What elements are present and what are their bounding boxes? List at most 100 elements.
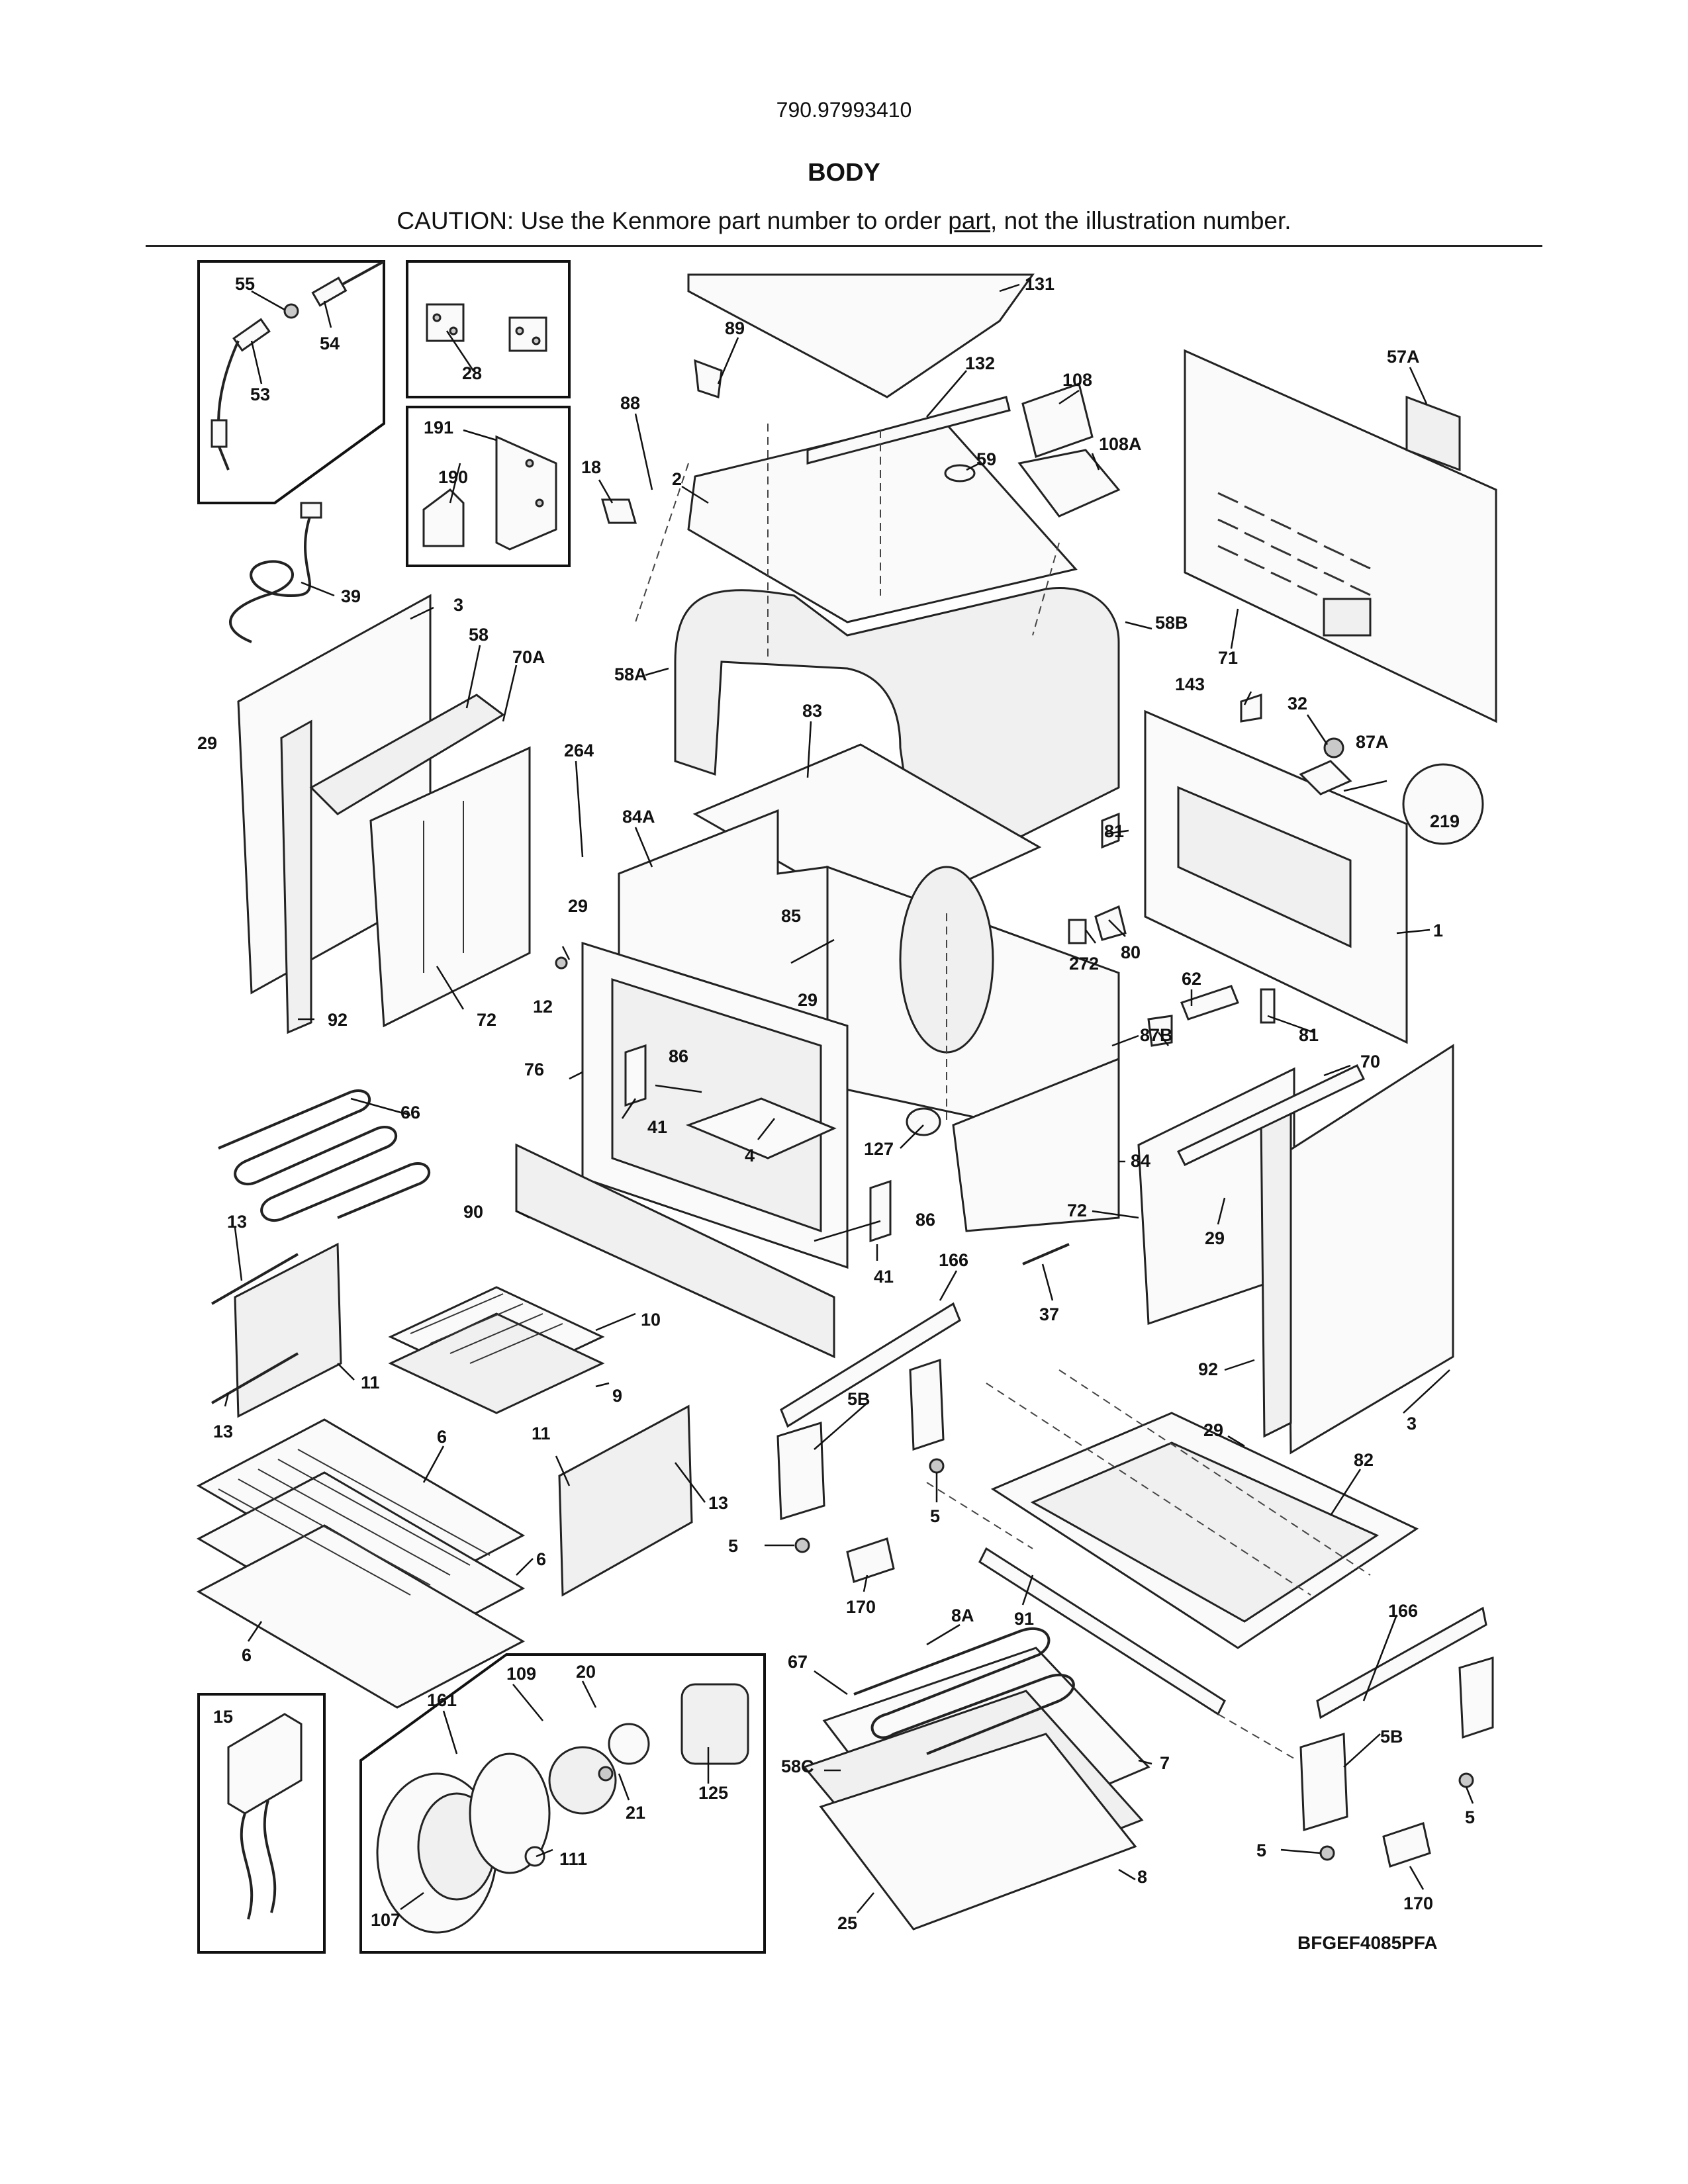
callout-labels: 55 54 53 28 191 190 39 3 58 70A 29 92 72…: [197, 274, 1475, 1933]
callout-label: 8: [1137, 1867, 1147, 1887]
callout-label: 83: [802, 701, 822, 721]
small-parts: [555, 359, 1484, 1868]
callout-label: 10: [641, 1310, 661, 1330]
top-panel-131: [687, 273, 1035, 398]
callout-label: 2: [672, 469, 682, 489]
callout-label: 58C: [781, 1756, 814, 1776]
callout-label: 70: [1360, 1052, 1380, 1071]
callout-label: 125: [698, 1783, 728, 1803]
callout-label: 87A: [1356, 732, 1389, 752]
callout-label: 272: [1069, 954, 1099, 974]
leader-lines: [224, 283, 1474, 1913]
callout-label: 3: [1407, 1414, 1417, 1433]
callout-label: 55: [235, 274, 255, 294]
callout-label: 161: [427, 1690, 457, 1710]
callout-label: 4: [745, 1146, 755, 1165]
callout-label: 29: [798, 990, 818, 1010]
callout-label: 21: [626, 1803, 645, 1823]
callout-label: 5: [1256, 1841, 1266, 1860]
back-panel-57A: [1184, 349, 1497, 723]
inset-thermostat-box: [197, 1693, 326, 1954]
callout-label: 39: [341, 586, 361, 606]
callout-label: 87B: [1140, 1025, 1173, 1045]
callout-label: 166: [1388, 1601, 1418, 1621]
callout-label: 88: [620, 393, 640, 413]
callout-label: 143: [1175, 674, 1205, 694]
callout-label: 111: [559, 1849, 587, 1869]
callout-label: 170: [846, 1597, 876, 1617]
rack-supports-11-13: [211, 1242, 693, 1597]
caution-text: CAUTION: Use the Kenmore part number to …: [397, 207, 949, 234]
caution-note: CAUTION: Use the Kenmore part number to …: [0, 207, 1688, 235]
callout-label: 8A: [951, 1606, 974, 1625]
inset-bracket-box: [406, 406, 571, 567]
callout-label: 62: [1182, 969, 1201, 989]
bracket-70: [1176, 1064, 1366, 1166]
callout-label: 6: [242, 1645, 252, 1665]
callout-label: 72: [477, 1010, 496, 1030]
callout-label: 107: [371, 1910, 400, 1930]
callout-label: 7: [1160, 1753, 1170, 1773]
callout-label: 58B: [1155, 613, 1188, 633]
callout-label: 166: [939, 1250, 968, 1270]
callout-label: 3: [453, 595, 463, 615]
callout-label: 29: [1203, 1420, 1223, 1440]
callout-label: 5: [930, 1506, 940, 1526]
callout-label: 89: [725, 318, 745, 338]
callout-label: 170: [1403, 1893, 1433, 1913]
callout-label: 11: [532, 1424, 551, 1443]
inset-convection-box: [359, 1653, 766, 1954]
callout-label: 5B: [847, 1389, 870, 1409]
callout-label: 191: [424, 418, 453, 437]
callout-label: 90: [463, 1202, 483, 1222]
broiler-pan-9-10: [388, 1286, 605, 1414]
callout-label: 41: [874, 1267, 894, 1287]
oven-bottom-4: [685, 1097, 837, 1160]
alignment-lines: [635, 424, 1371, 1761]
callout-label: 32: [1288, 694, 1307, 713]
callout-label: 12: [533, 997, 553, 1017]
callout-label: 132: [965, 353, 995, 373]
callout-label: 82: [1354, 1450, 1374, 1470]
wire-harness-39: [229, 502, 322, 643]
callout-label: 6: [536, 1549, 546, 1569]
callout-label: 92: [1198, 1359, 1218, 1379]
callout-label: 70A: [512, 647, 545, 667]
callout-label: 20: [576, 1662, 596, 1682]
callout-label: 53: [250, 385, 270, 404]
callout-label: 13: [213, 1422, 233, 1441]
base-brackets-166-5B: [776, 1302, 1494, 1832]
side-liner-72-left: [369, 746, 531, 1028]
callout-label: 5: [728, 1536, 738, 1556]
callout-label: 84: [1131, 1151, 1150, 1171]
callout-label: 86: [669, 1046, 688, 1066]
drawing-code: BFGEF4085PFA: [1297, 1933, 1438, 1953]
callout-label: 92: [328, 1010, 348, 1030]
callout-label: 54: [320, 334, 340, 353]
callout-label: 85: [781, 906, 801, 926]
callout-label: 127: [864, 1139, 894, 1159]
callout-label: 5: [1465, 1807, 1475, 1827]
callout-label: 81: [1299, 1025, 1319, 1045]
callout-label: 91: [1014, 1609, 1034, 1629]
callout-label: 58A: [614, 664, 647, 684]
callout-label: 108A: [1099, 434, 1142, 454]
callout-label: 13: [227, 1212, 247, 1232]
broil-element-66: [218, 1089, 431, 1222]
callout-label: 37: [1039, 1304, 1059, 1324]
callout-label: 11: [361, 1373, 380, 1392]
callout-label: 108: [1062, 370, 1092, 390]
callout-label: 5B: [1380, 1727, 1403, 1747]
callout-label: 29: [197, 733, 217, 753]
callout-label: 80: [1121, 942, 1141, 962]
callout-label: 1: [1433, 921, 1443, 940]
callout-label: 76: [524, 1060, 544, 1079]
callout-label: 86: [915, 1210, 935, 1230]
callout-label: 57A: [1387, 347, 1420, 367]
inset-probe-box: [197, 260, 385, 504]
callout-label: 29: [568, 896, 588, 916]
callout-label: 71: [1218, 648, 1238, 668]
callout-label: 58: [469, 625, 489, 645]
callout-label: 29: [1205, 1228, 1225, 1248]
